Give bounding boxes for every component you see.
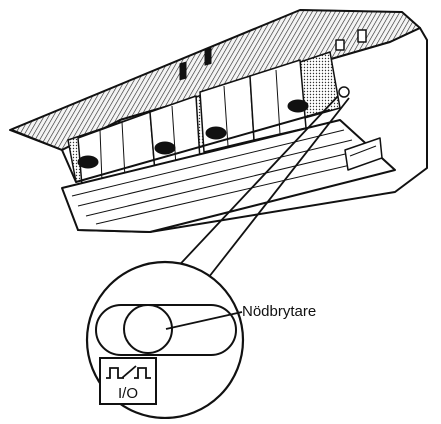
switch-marking-text: I/O (118, 385, 138, 402)
louver (61, 119, 396, 233)
switch-location-marker (338, 86, 350, 98)
switch-marking-box: I/O (99, 357, 157, 405)
callout-leaders (169, 95, 350, 283)
magnified-view: I/O (85, 260, 245, 420)
emergency-switch-label: Nödbrytare (242, 303, 317, 320)
emergency-switch-button (123, 304, 173, 354)
pulse-symbol-icon (106, 365, 151, 379)
indoor-unit (9, 9, 428, 233)
label-leader (165, 311, 243, 330)
